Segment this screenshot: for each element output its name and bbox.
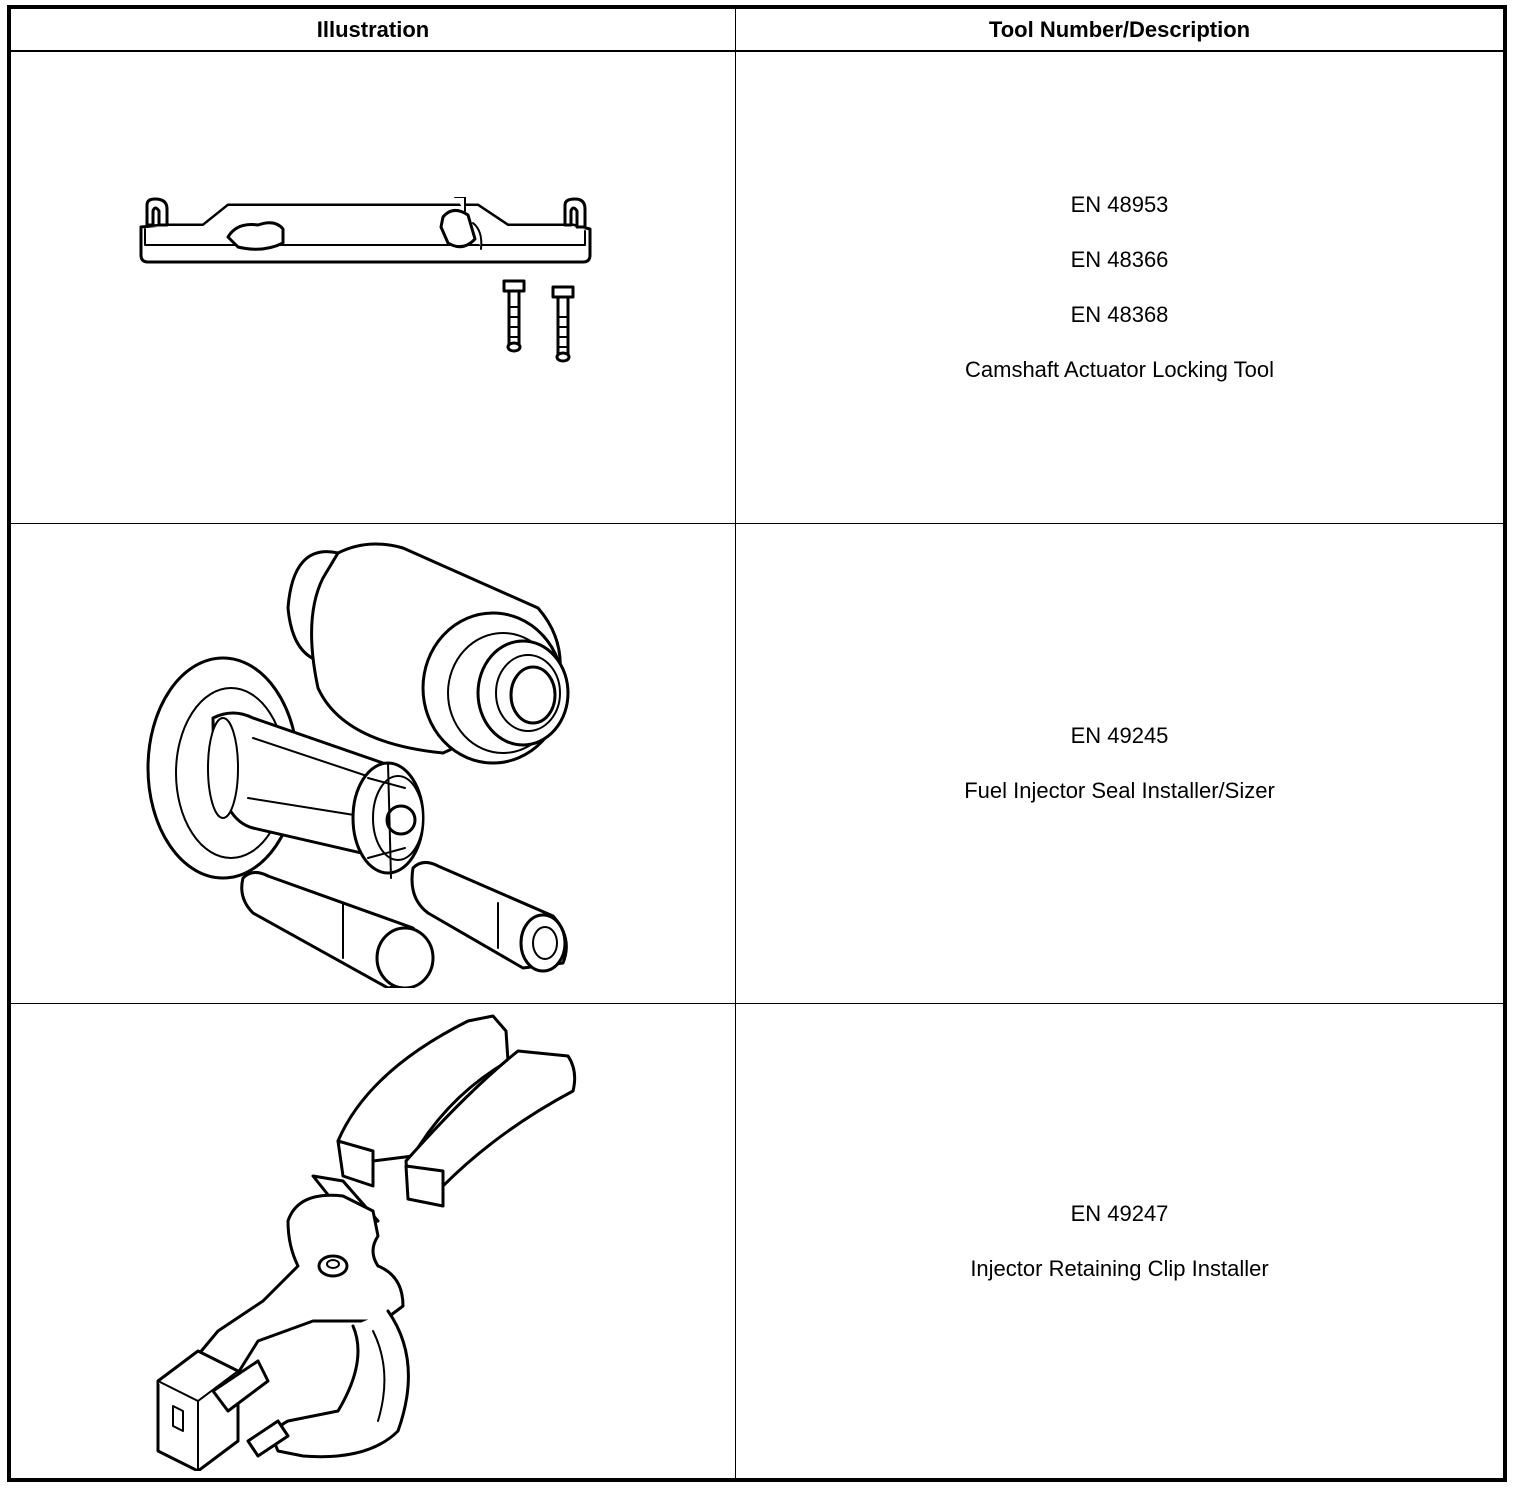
illustration-cell <box>10 50 736 524</box>
table-header-row: Illustration Tool Number/Description <box>10 8 1504 52</box>
header-illustration: Illustration <box>10 8 736 52</box>
illustration-cell <box>10 1002 736 1479</box>
table-row: EN 49245 Fuel Injector Seal Installer/Si… <box>10 522 1504 1004</box>
table-row: EN 49247 Injector Retaining Clip Install… <box>10 1002 1504 1479</box>
illustration-cell <box>10 522 736 1004</box>
camshaft-actuator-locking-tool-icon <box>139 197 592 363</box>
injector-clip-installer-icon <box>156 1014 577 1471</box>
tool-number: EN 49245 <box>1070 723 1169 748</box>
tool-number: EN 48953 <box>1070 192 1169 218</box>
tool-number: EN 48366 <box>1070 247 1169 273</box>
tool-description: Injector Retaining Clip Installer <box>970 1255 1269 1281</box>
tool-description-cell: EN 49247 Injector Retaining Clip Install… <box>735 1002 1504 1479</box>
tool-table: Illustration Tool Number/Description <box>10 8 1504 1479</box>
tool-number: EN 48368 <box>1070 302 1169 328</box>
tool-description-cell: EN 48953 EN 48366 EN 48368 Camshaft Actu… <box>735 50 1504 524</box>
header-tool-description: Tool Number/Description <box>735 8 1504 52</box>
tool-table-frame: Illustration Tool Number/Description <box>7 5 1507 1482</box>
fuel-injector-seal-installer-icon <box>146 542 570 988</box>
tool-description-cell: EN 49245 Fuel Injector Seal Installer/Si… <box>735 522 1504 1004</box>
tool-description: Camshaft Actuator Locking Tool <box>965 357 1274 383</box>
tool-number: EN 49247 <box>1070 1200 1169 1226</box>
table-row: EN 48953 EN 48366 EN 48368 Camshaft Actu… <box>10 50 1504 524</box>
tool-description: Fuel Injector Seal Installer/Sizer <box>964 778 1275 803</box>
